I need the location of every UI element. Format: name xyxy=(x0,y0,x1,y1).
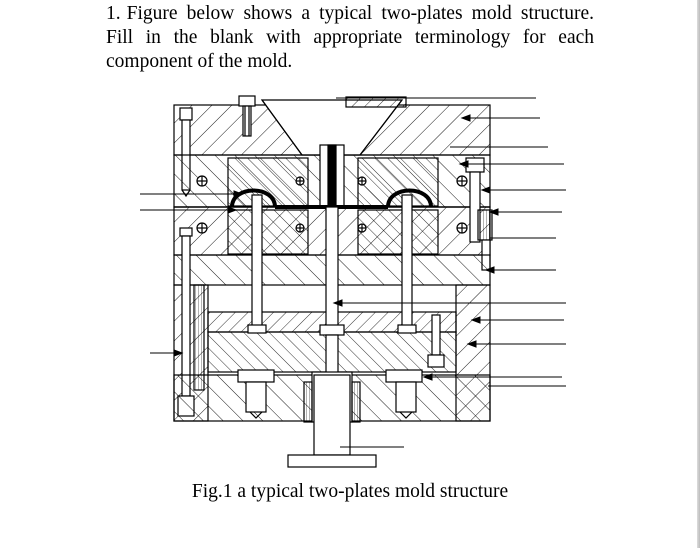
cavity-plate xyxy=(173,144,491,208)
return-pin xyxy=(427,314,445,368)
locating-ring xyxy=(345,96,407,108)
ejector-rod xyxy=(287,374,377,468)
leader-lines xyxy=(140,97,566,448)
sprue xyxy=(327,144,337,208)
question-text-block: 1.Figure below shows a typical two-plate… xyxy=(106,2,594,74)
figure-caption: Fig.1 a typical two-plates mold structur… xyxy=(191,481,509,502)
question-number: 1. xyxy=(106,3,121,24)
top-bolt xyxy=(238,95,256,137)
question-body: Figure below shows a typical two-plates … xyxy=(106,3,594,72)
ejector-pins xyxy=(247,194,417,376)
page-edge-shadow xyxy=(697,0,700,548)
